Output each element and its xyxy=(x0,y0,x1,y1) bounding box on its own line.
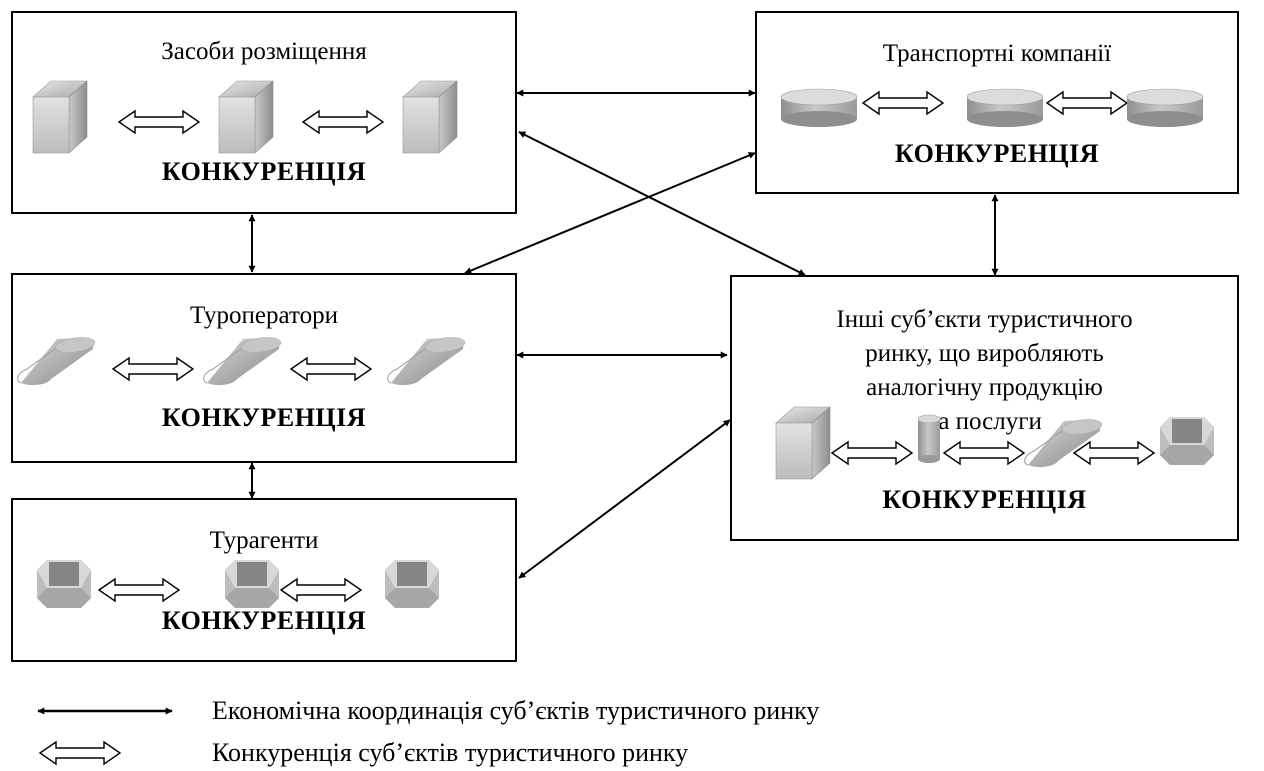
vehicle-shape-icon xyxy=(780,88,858,128)
legend-symbols xyxy=(37,707,173,765)
competition-arrow-icon xyxy=(862,91,944,115)
vehicle-shape-icon xyxy=(966,88,1044,128)
legend-competition-label: Конкуренція суб’єктів туристичного ринку xyxy=(212,738,689,767)
box-touroperators-title: Туроператори xyxy=(190,302,338,329)
agent-shape-icon xyxy=(37,560,91,608)
box-transport-competition: КОНКУРЕНЦІЯ xyxy=(894,139,1100,168)
box-travelagents-competition: КОНКУРЕНЦІЯ xyxy=(161,606,367,635)
box-others-title-line-3: аналогічну продукцію xyxy=(866,374,1103,401)
competition-arrow-icon xyxy=(280,578,362,602)
operator-shape-icon xyxy=(203,334,283,386)
box-touroperators-competition: КОНКУРЕНЦІЯ xyxy=(161,403,367,432)
competition-arrow-icon xyxy=(1046,91,1128,115)
box-others-competition: КОНКУРЕНЦІЯ xyxy=(882,485,1087,514)
agent-shape-icon xyxy=(385,560,439,608)
building-shape-icon xyxy=(775,406,831,480)
box-accommodation-competition: КОНКУРЕНЦІЯ xyxy=(161,157,367,186)
competition-arrow-icon xyxy=(112,357,194,381)
competition-arrow-icon xyxy=(302,110,384,134)
box-others-title-line-2: ринку, що виробляють xyxy=(865,340,1104,367)
operator-shape-icon xyxy=(17,334,97,386)
building-shape-icon xyxy=(218,80,274,154)
legend-coordination-label: Економічна координація суб’єктів туристи… xyxy=(212,696,820,725)
touroperators-competitors xyxy=(17,334,467,386)
box-accommodation-title: Засоби розміщення xyxy=(161,38,367,65)
connector-transport-touroperators xyxy=(464,152,756,274)
cylinder-shape-icon xyxy=(917,414,941,464)
box-others: Інші суб’єкти туристичного ринку, що вир… xyxy=(730,275,1239,541)
box-transport-title: Транспортні компанії xyxy=(882,40,1112,67)
operator-shape-icon xyxy=(387,334,467,386)
box-others-title-line-1: Інші суб’єкти туристичного xyxy=(836,306,1133,333)
agent-shape-icon xyxy=(225,560,279,608)
box-transport: Транспортні компанії КОНКУРЕНЦІЯ xyxy=(755,11,1239,194)
box-touroperators: Туроператори КОНКУРЕНЦІЯ xyxy=(11,273,517,463)
competition-arrow-icon xyxy=(290,357,372,381)
building-shape-icon xyxy=(402,80,458,154)
coordination-connectors xyxy=(248,89,999,579)
competition-arrow-icon xyxy=(1073,441,1155,465)
building-shape-icon xyxy=(32,80,88,154)
box-travelagents-title: Турагенти xyxy=(209,527,319,554)
competition-arrow-icon xyxy=(118,110,200,134)
competition-arrow-icon xyxy=(831,441,913,465)
vehicle-shape-icon xyxy=(1126,88,1204,128)
competition-arrow-icon xyxy=(98,578,180,602)
legend-competition-arrow-icon xyxy=(39,741,121,765)
box-accommodation: Засоби розміщення КОНКУРЕНЦІЯ xyxy=(11,11,517,214)
box-others-title-line-4: та послуги xyxy=(927,408,1042,435)
agent-shape-icon xyxy=(1160,417,1214,465)
operator-shape-icon xyxy=(1024,416,1104,468)
connector-travelagents-others xyxy=(518,419,731,579)
box-travelagents: Турагенти КОНКУРЕНЦІЯ xyxy=(11,498,517,662)
competition-arrow-icon xyxy=(943,441,1025,465)
travelagents-competitors xyxy=(37,560,439,608)
